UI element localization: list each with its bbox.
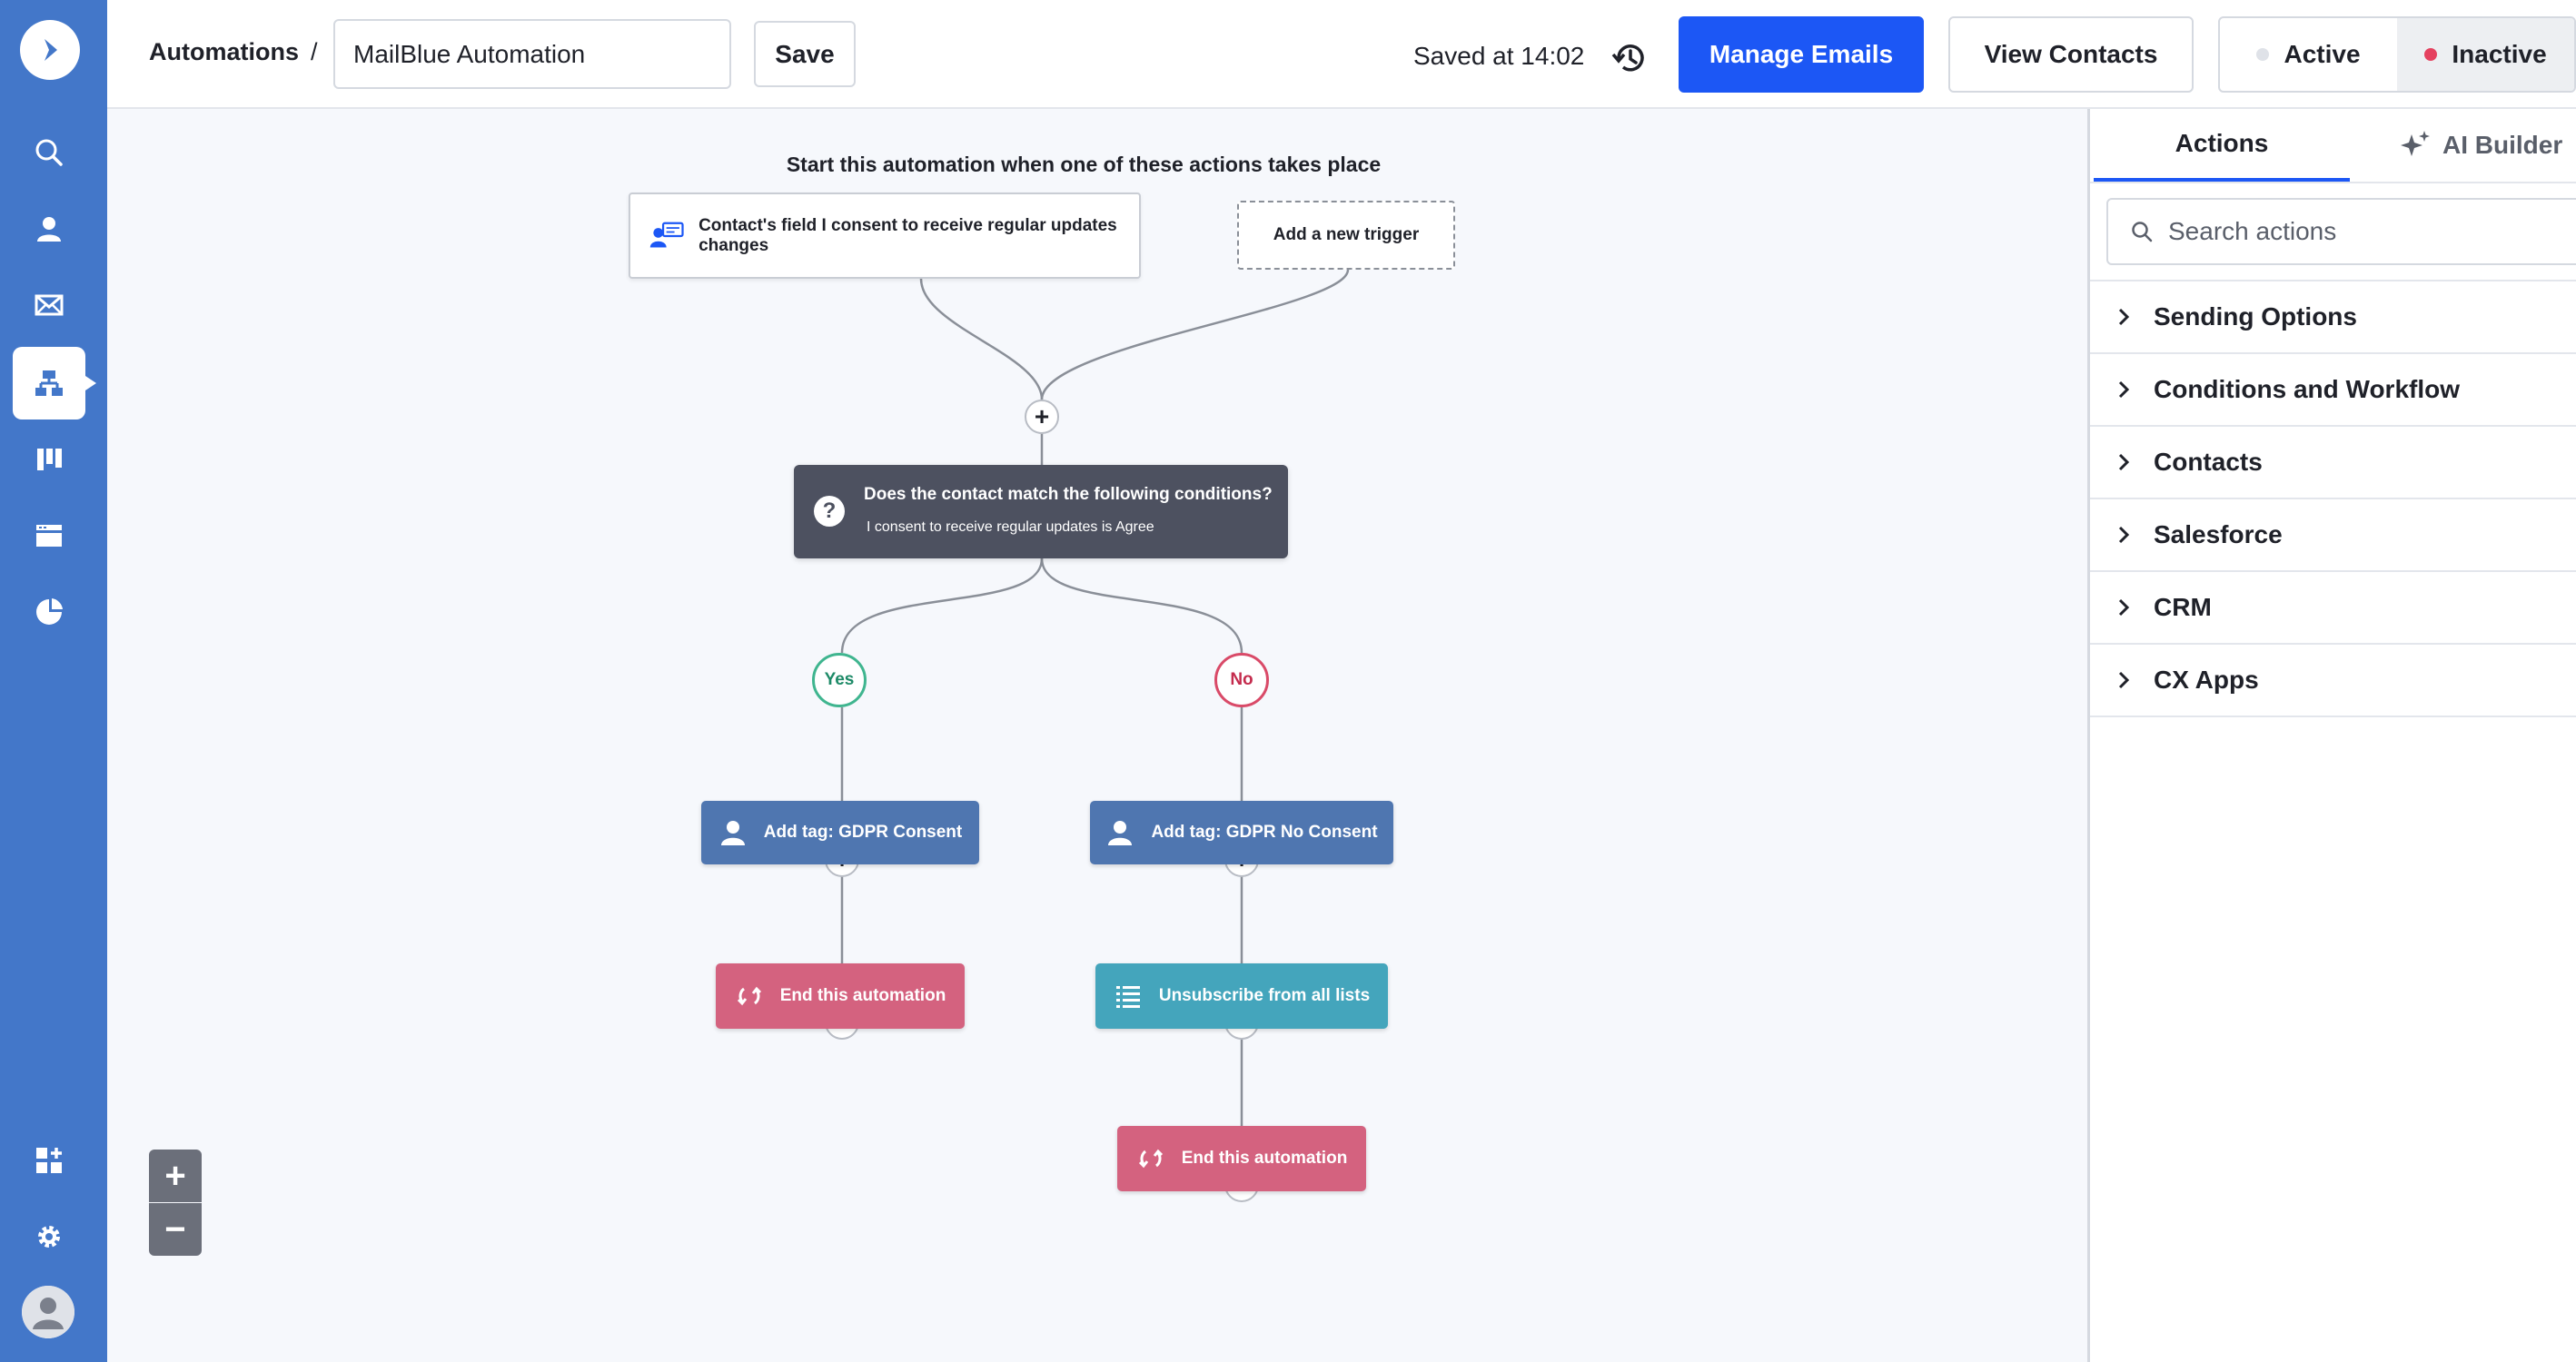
action-end-automation[interactable]: End this automation — [1117, 1126, 1366, 1191]
inactive-dot-icon — [2424, 48, 2438, 61]
saved-at-status: Saved at 14:02 — [1413, 42, 1585, 70]
contact-field-icon — [649, 222, 684, 248]
chevron-right-icon — [2118, 453, 2130, 471]
connector-add-trigger — [1040, 269, 1350, 400]
tab-actions[interactable]: Actions — [2094, 109, 2350, 182]
condition-subtitle: I consent to receive regular updates is … — [867, 519, 1154, 535]
action-label: Add tag: GDPR Consent — [763, 823, 963, 842]
logo-icon[interactable] — [20, 20, 80, 80]
sparkle-icon — [2401, 131, 2430, 156]
top-bar: Automations / Save Saved at 14:02 Manage… — [107, 0, 2576, 109]
category-label: Contacts — [2154, 448, 2263, 476]
category-conditions-workflow[interactable]: Conditions and Workflow — [2090, 354, 2576, 427]
category-label: CRM — [2154, 593, 2212, 621]
automation-canvas[interactable]: Start this automation when one of these … — [107, 109, 2087, 1362]
end-automation-icon — [1138, 1149, 1163, 1169]
flow-connectors — [840, 269, 1350, 1126]
action-add-tag-consent[interactable]: Add tag: GDPR Consent — [701, 801, 979, 864]
question-icon: ? — [814, 496, 845, 527]
start-instructions: Start this automation when one of these … — [786, 153, 1382, 176]
pipeline-icon[interactable] — [13, 423, 85, 496]
category-sending-options[interactable]: Sending Options — [2090, 281, 2576, 354]
tab-ai-builder-label: AI Builder — [2442, 131, 2563, 159]
category-crm[interactable]: CRM — [2090, 572, 2576, 645]
contact-icon — [1108, 821, 1133, 845]
category-label: Salesforce — [2154, 520, 2283, 548]
chevron-right-icon — [2118, 671, 2130, 689]
action-add-tag-no-consent[interactable]: Add tag: GDPR No Consent — [1090, 801, 1393, 864]
tab-ai-builder[interactable]: AI Builder — [2399, 109, 2576, 182]
list-icon — [1115, 986, 1140, 1008]
chevron-right-icon — [2118, 308, 2130, 326]
automations-icon[interactable] — [13, 347, 96, 419]
search-actions-input[interactable] — [2168, 217, 2531, 246]
status-inactive-option[interactable]: Inactive — [2397, 18, 2574, 91]
add-step-button[interactable]: + — [1025, 400, 1059, 434]
apps-icon[interactable] — [13, 1124, 85, 1197]
search-box[interactable] — [2106, 198, 2576, 265]
actions-panel: Actions AI Builder Sending Options Condi… — [2087, 109, 2576, 1362]
action-unsubscribe-all[interactable]: Unsubscribe from all lists — [1095, 963, 1388, 1029]
end-automation-icon — [737, 986, 761, 1006]
chevron-right-icon — [2118, 526, 2130, 544]
settings-icon[interactable] — [13, 1200, 85, 1273]
email-icon[interactable] — [13, 269, 85, 341]
status-toggle: Active Inactive — [2218, 16, 2576, 93]
contact-icon — [720, 821, 745, 845]
view-contacts-button[interactable]: View Contacts — [1948, 16, 2194, 93]
site-icon[interactable] — [13, 499, 85, 572]
status-inactive-label: Inactive — [2452, 40, 2547, 68]
automation-name-input[interactable] — [333, 19, 731, 89]
left-nav — [0, 0, 107, 1362]
action-label: End this automation — [779, 986, 946, 1005]
action-label: Add tag: GDPR No Consent — [1151, 823, 1378, 842]
add-trigger-button[interactable]: Add a new trigger — [1237, 201, 1455, 270]
manage-emails-button[interactable]: Manage Emails — [1679, 16, 1924, 93]
action-end-automation[interactable]: End this automation — [716, 963, 965, 1029]
action-label: End this automation — [1181, 1149, 1348, 1168]
search-icon — [2132, 222, 2153, 242]
category-contacts[interactable]: Contacts — [2090, 427, 2576, 499]
tabs-divider — [2090, 182, 2576, 183]
trigger-label: Contact's field I consent to receive reg… — [698, 215, 1117, 255]
condition-node[interactable]: ? Does the contact match the following c… — [794, 465, 1288, 558]
reports-icon[interactable] — [13, 576, 85, 648]
active-dot-icon — [2256, 48, 2270, 61]
history-icon[interactable] — [1608, 36, 1651, 80]
chevron-right-icon — [2118, 598, 2130, 617]
condition-title: Does the contact match the following con… — [864, 485, 1273, 504]
zoom-out-button[interactable]: − — [149, 1203, 202, 1256]
connector-no — [1040, 558, 1243, 654]
zoom-in-button[interactable]: + — [149, 1150, 202, 1202]
category-label: Conditions and Workflow — [2154, 375, 2461, 403]
connector-yes — [840, 558, 1044, 654]
category-label: CX Apps — [2154, 666, 2259, 694]
trigger-field-change[interactable]: Contact's field I consent to receive reg… — [629, 192, 1141, 279]
action-categories: Sending Options Conditions and Workflow … — [2090, 280, 2576, 717]
chevron-right-icon — [2118, 380, 2130, 399]
save-button[interactable]: Save — [754, 21, 856, 87]
category-label: Sending Options — [2154, 302, 2357, 331]
breadcrumb-automations[interactable]: Automations — [149, 38, 299, 65]
search-icon[interactable] — [13, 116, 85, 189]
status-active-label: Active — [2284, 40, 2361, 68]
category-salesforce[interactable]: Salesforce — [2090, 499, 2576, 572]
yes-branch-label: Yes — [812, 653, 867, 707]
breadcrumb-separator: / — [311, 38, 318, 65]
contacts-icon[interactable] — [13, 192, 85, 265]
action-label: Unsubscribe from all lists — [1158, 986, 1371, 1005]
category-cx-apps[interactable]: CX Apps — [2090, 645, 2576, 717]
no-branch-label: No — [1214, 653, 1269, 707]
status-active-option[interactable]: Active — [2220, 18, 2397, 91]
connector-trigger — [919, 278, 1044, 400]
user-avatar-icon[interactable] — [22, 1286, 74, 1338]
